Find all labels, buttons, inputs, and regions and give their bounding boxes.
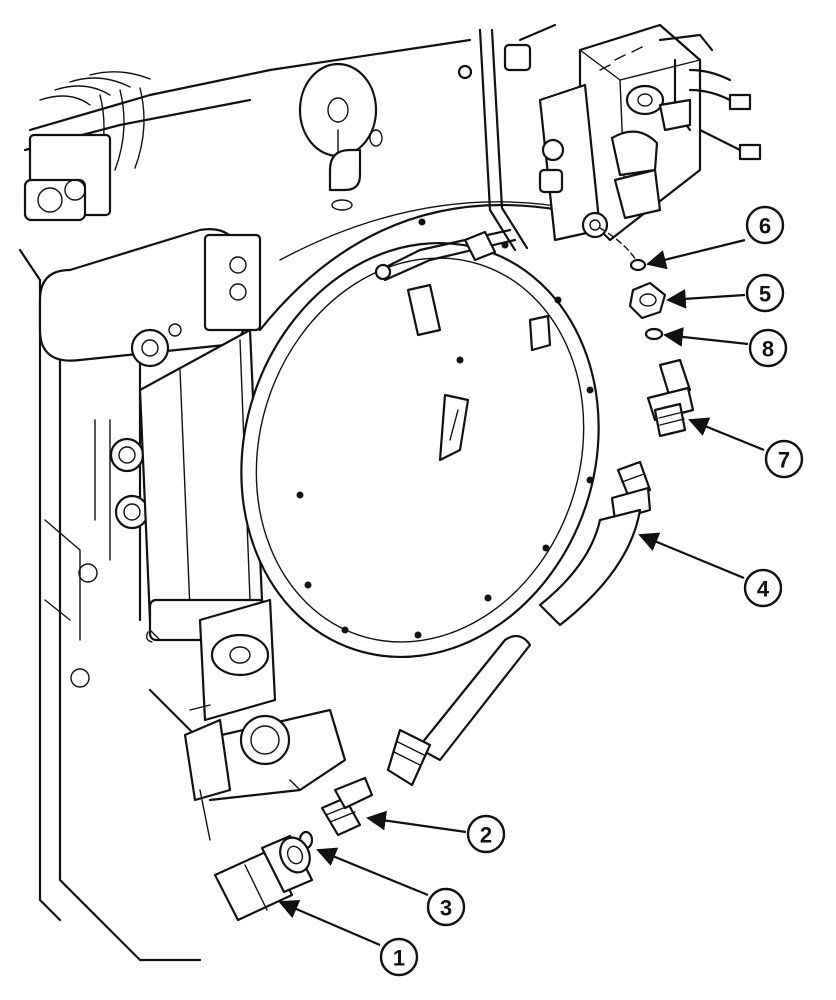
tubing — [374, 23, 557, 282]
callout-7-label: 7 — [778, 448, 790, 473]
callout-4-label: 4 — [757, 577, 770, 602]
callout-1-label: 1 — [393, 946, 405, 971]
part-2-adapter — [320, 776, 374, 837]
callout-8-label: 8 — [762, 337, 774, 362]
part-4-hose — [386, 460, 652, 787]
callout-6-label: 6 — [759, 214, 771, 239]
left-frame-structure — [18, 38, 472, 962]
callout-5: 5 — [666, 273, 785, 313]
callout-3: 3 — [316, 847, 466, 927]
valve-body — [538, 23, 762, 242]
hydraulic-cylinder — [138, 328, 277, 722]
callout-2-label: 2 — [480, 823, 492, 848]
callout-3-label: 3 — [440, 896, 452, 921]
callout-6: 6 — [646, 205, 785, 270]
callout-2: 2 — [366, 810, 506, 854]
part-7-elbow-fitting — [646, 358, 695, 438]
callout-1: 1 — [278, 899, 419, 977]
part-6-o-ring — [599, 227, 647, 272]
callout-5-label: 5 — [759, 282, 771, 307]
part-8-o-ring — [644, 327, 664, 341]
callout-7: 7 — [688, 417, 804, 479]
lower-bracket — [148, 688, 347, 841]
part-5-adapter-nut — [628, 281, 667, 320]
callout-4: 4 — [638, 532, 783, 608]
part-1-coupling — [213, 834, 314, 922]
fill-cap-and-elbow — [298, 62, 383, 211]
callout-8: 8 — [663, 327, 788, 368]
